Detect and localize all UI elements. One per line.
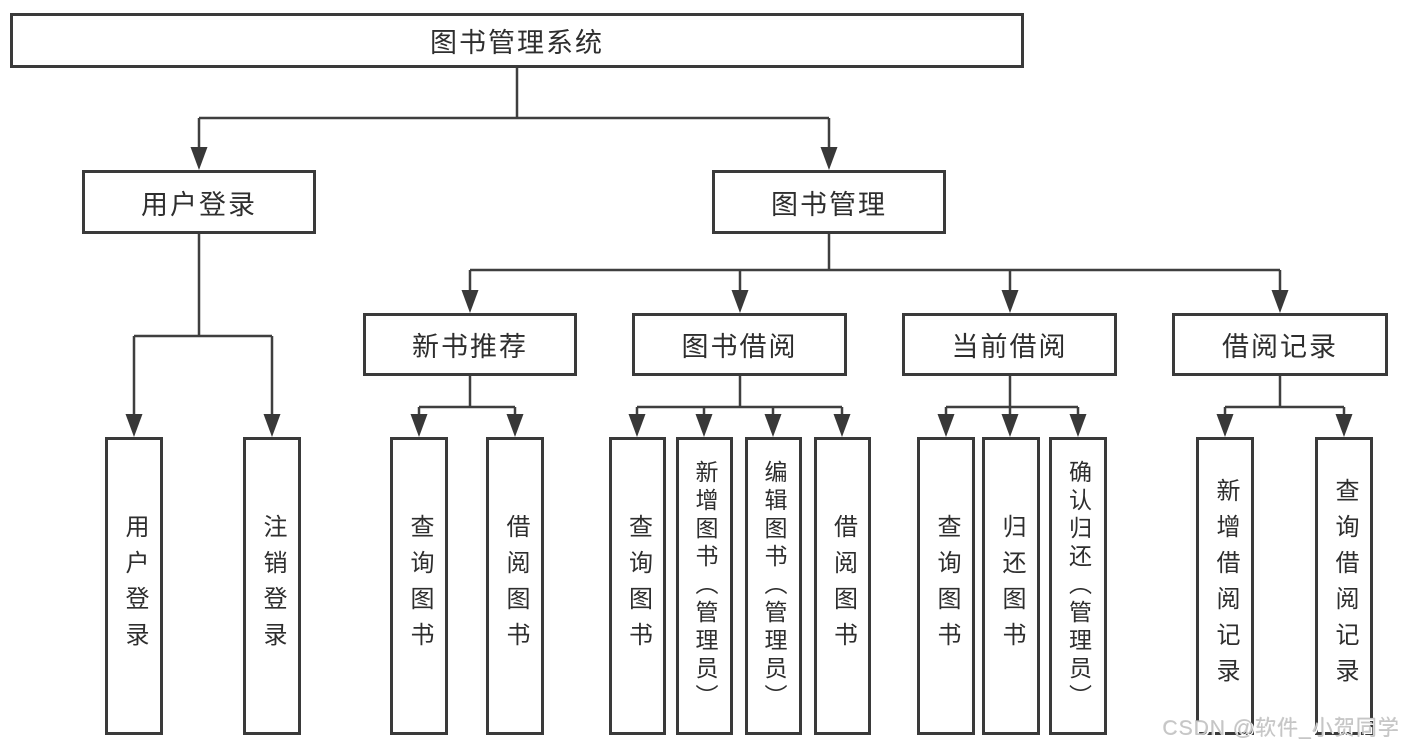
- node-book-borrowing: 图书借阅: [632, 313, 847, 376]
- leaf-cb-query-book: 查询图书: [917, 437, 975, 735]
- leaf-bb-add-book-admin: 新增图书（管理员）: [676, 437, 733, 735]
- leaf-bb-query-book: 查询图书: [609, 437, 666, 735]
- leaf-br-add-record: 新增借阅记录: [1196, 437, 1254, 735]
- node-new-book-recommend: 新书推荐: [363, 313, 577, 376]
- node-user-login: 用户登录: [82, 170, 316, 234]
- leaf-user-login: 用户登录: [105, 437, 163, 735]
- leaf-logout: 注销登录: [243, 437, 301, 735]
- csdn-watermark: CSDN @软件_小贺同学: [1162, 717, 1400, 740]
- node-borrowing-records: 借阅记录: [1172, 313, 1388, 376]
- leaf-cb-return-book: 归还图书: [982, 437, 1040, 735]
- node-book-management: 图书管理: [712, 170, 946, 234]
- arrowheads: [125, 147, 1353, 437]
- leaf-cb-confirm-return-admin: 确认归还（管理员）: [1049, 437, 1107, 735]
- node-root: 图书管理系统: [10, 13, 1024, 68]
- leaf-bb-borrow-book: 借阅图书: [814, 437, 871, 735]
- leaf-nb-borrow-book: 借阅图书: [486, 437, 544, 735]
- leaf-bb-edit-book-admin: 编辑图书（管理员）: [745, 437, 802, 735]
- leaf-br-query-record: 查询借阅记录: [1315, 437, 1373, 735]
- leaf-nb-query-book: 查询图书: [390, 437, 448, 735]
- node-current-borrowing: 当前借阅: [902, 313, 1117, 376]
